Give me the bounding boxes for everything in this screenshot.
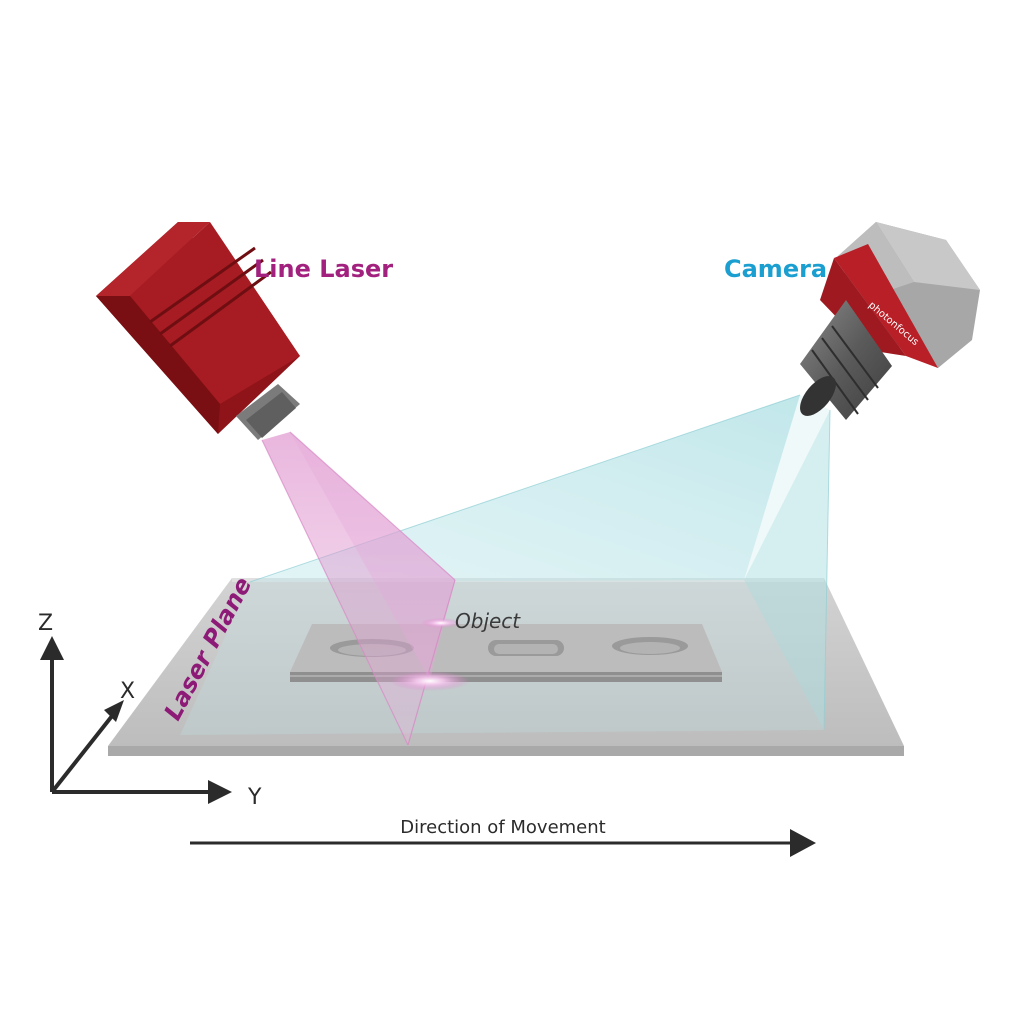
direction-arrow: Direction of Movement bbox=[190, 817, 816, 857]
z-arrow-head bbox=[40, 636, 64, 660]
laser-beam bbox=[261, 431, 470, 746]
x-arrow-head bbox=[104, 700, 124, 722]
y-arrow-head bbox=[208, 780, 232, 804]
object-label: Object bbox=[455, 609, 521, 633]
direction-label: Direction of Movement bbox=[400, 817, 605, 838]
camera-device: photonfocus bbox=[800, 222, 980, 420]
line-laser-device bbox=[96, 222, 300, 440]
line-laser-label: Line Laser bbox=[254, 255, 393, 283]
axis-label-y: Y bbox=[247, 785, 262, 810]
camera-label: Camera bbox=[724, 255, 827, 283]
axis-label-z: Z bbox=[38, 611, 53, 636]
axis-label-x: X bbox=[120, 679, 135, 704]
coordinate-axes: Z X Y bbox=[38, 611, 262, 810]
